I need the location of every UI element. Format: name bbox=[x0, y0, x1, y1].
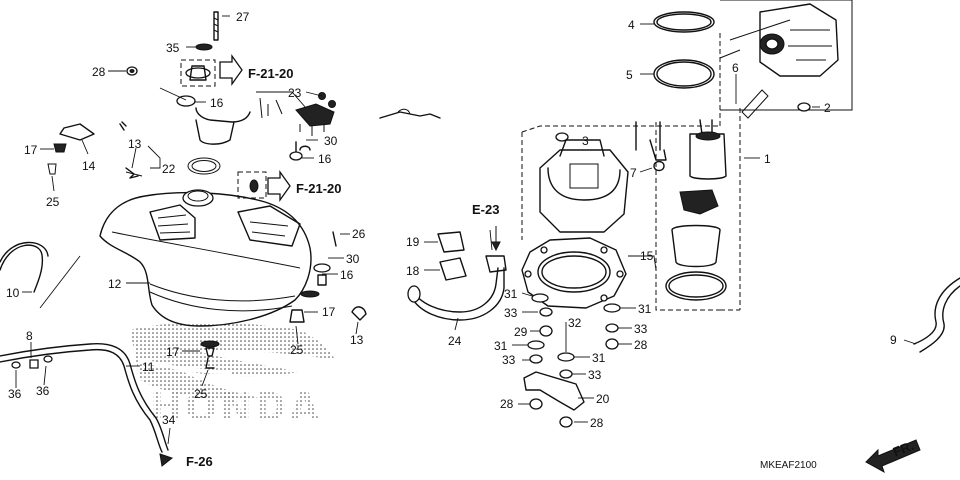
callout-17-mid: 17 bbox=[322, 305, 336, 319]
callout-13-top: 13 bbox=[128, 137, 142, 151]
watermark-text: HONDA bbox=[150, 385, 322, 429]
callout-28-bottom-left: 28 bbox=[500, 397, 514, 411]
callout-6: 6 bbox=[732, 61, 739, 75]
callout-33-b: 33 bbox=[502, 353, 516, 367]
front-indicator: FR. bbox=[891, 438, 916, 460]
callout-16-mid: 16 bbox=[318, 152, 332, 166]
callout-18: 18 bbox=[406, 264, 420, 278]
callout-4: 4 bbox=[628, 18, 635, 32]
leader-lines bbox=[15, 15, 917, 445]
callout-17-bottom: 17 bbox=[166, 345, 180, 359]
callout-8: 8 bbox=[26, 329, 33, 343]
callout-27: 27 bbox=[236, 10, 250, 24]
callout-19: 19 bbox=[406, 235, 420, 249]
callout-12: 12 bbox=[108, 277, 122, 291]
callout-24: 24 bbox=[448, 334, 462, 348]
callout-25-left: 25 bbox=[46, 195, 60, 209]
callout-7: 7 bbox=[630, 166, 637, 180]
callout-33-a: 33 bbox=[504, 306, 518, 320]
callout-28-top: 28 bbox=[92, 65, 106, 79]
ref-f26[interactable]: F-26 bbox=[186, 454, 213, 469]
diagram-code: MKEAF2100 bbox=[760, 460, 817, 471]
ref-f21-20-mid[interactable]: F-21-20 bbox=[296, 181, 342, 196]
callout-30-bottom: 30 bbox=[346, 252, 360, 266]
callout-29: 29 bbox=[514, 325, 528, 339]
fuel-filler-assembly[interactable] bbox=[47, 11, 441, 179]
callout-31-c: 31 bbox=[592, 351, 606, 365]
callout-36-left: 36 bbox=[8, 387, 22, 401]
callout-23: 23 bbox=[288, 86, 302, 100]
callout-16-top: 16 bbox=[210, 96, 224, 110]
fuel-pump-assembly[interactable] bbox=[521, 0, 853, 311]
callout-33-c: 33 bbox=[588, 368, 602, 382]
reference-arrows bbox=[159, 53, 921, 474]
ref-f21-20-top[interactable]: F-21-20 bbox=[248, 66, 294, 81]
honda-watermark: HONDA bbox=[130, 322, 335, 429]
callout-25-bottom: 25 bbox=[194, 387, 208, 401]
fasteners[interactable] bbox=[523, 293, 621, 428]
callout-25-mid: 25 bbox=[290, 343, 304, 357]
callout-32: 32 bbox=[568, 316, 582, 330]
callout-30-top: 30 bbox=[324, 134, 338, 148]
callout-9: 9 bbox=[890, 333, 897, 347]
ref-e23[interactable]: E-23 bbox=[472, 202, 499, 217]
tank-fittings[interactable] bbox=[200, 171, 367, 369]
callout-28-bottom: 28 bbox=[590, 416, 604, 430]
callout-3: 3 bbox=[582, 134, 589, 148]
callout-17-left: 17 bbox=[24, 143, 38, 157]
callout-2: 2 bbox=[824, 101, 831, 115]
fuel-tank[interactable] bbox=[99, 189, 312, 327]
callout-5: 5 bbox=[626, 68, 633, 82]
callout-26: 26 bbox=[352, 227, 366, 241]
callout-20: 20 bbox=[596, 392, 610, 406]
callout-31-b: 31 bbox=[494, 339, 508, 353]
callout-1: 1 bbox=[764, 152, 771, 166]
fuel-feed-hose[interactable] bbox=[407, 231, 507, 321]
callout-16-bottom: 16 bbox=[340, 268, 354, 282]
breather-hoses[interactable] bbox=[0, 241, 960, 453]
callout-22: 22 bbox=[162, 162, 176, 176]
callout-14: 14 bbox=[82, 159, 96, 173]
callout-35: 35 bbox=[166, 41, 180, 55]
callout-31-d: 31 bbox=[638, 302, 652, 316]
callout-31-a: 31 bbox=[504, 287, 518, 301]
callout-10: 10 bbox=[6, 286, 20, 300]
callout-labels: 27 35 28 16 23 30 16 13 22 17 14 25 12 1… bbox=[6, 10, 897, 430]
callout-15: 15 bbox=[640, 249, 654, 263]
callout-34: 34 bbox=[162, 413, 176, 427]
callout-13-bottom: 13 bbox=[350, 333, 364, 347]
callout-36-right: 36 bbox=[36, 384, 50, 398]
callout-33-d: 33 bbox=[634, 322, 648, 336]
callout-28-right: 28 bbox=[634, 338, 648, 352]
callout-11: 11 bbox=[142, 360, 155, 374]
